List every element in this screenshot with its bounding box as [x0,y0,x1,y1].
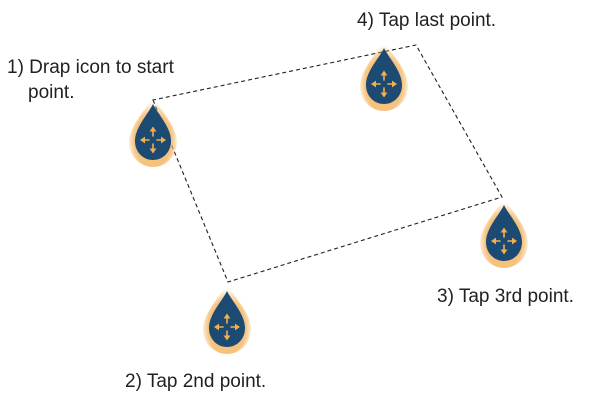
move-pin-icon[interactable] [358,40,410,112]
move-pin-icon[interactable] [201,283,253,355]
step3-label: 3) Tap 3rd point. [437,286,574,307]
step2-label: 2) Tap 2nd point. [125,371,267,392]
step1-label: 1) Drap icon to start [7,57,174,78]
move-pin-icon[interactable] [127,96,179,168]
step4-label: 4) Tap last point. [357,10,497,31]
step1-label-continued: point. [28,82,75,103]
move-pin-icon[interactable] [478,197,530,269]
dashed-quadrilateral [152,44,503,283]
